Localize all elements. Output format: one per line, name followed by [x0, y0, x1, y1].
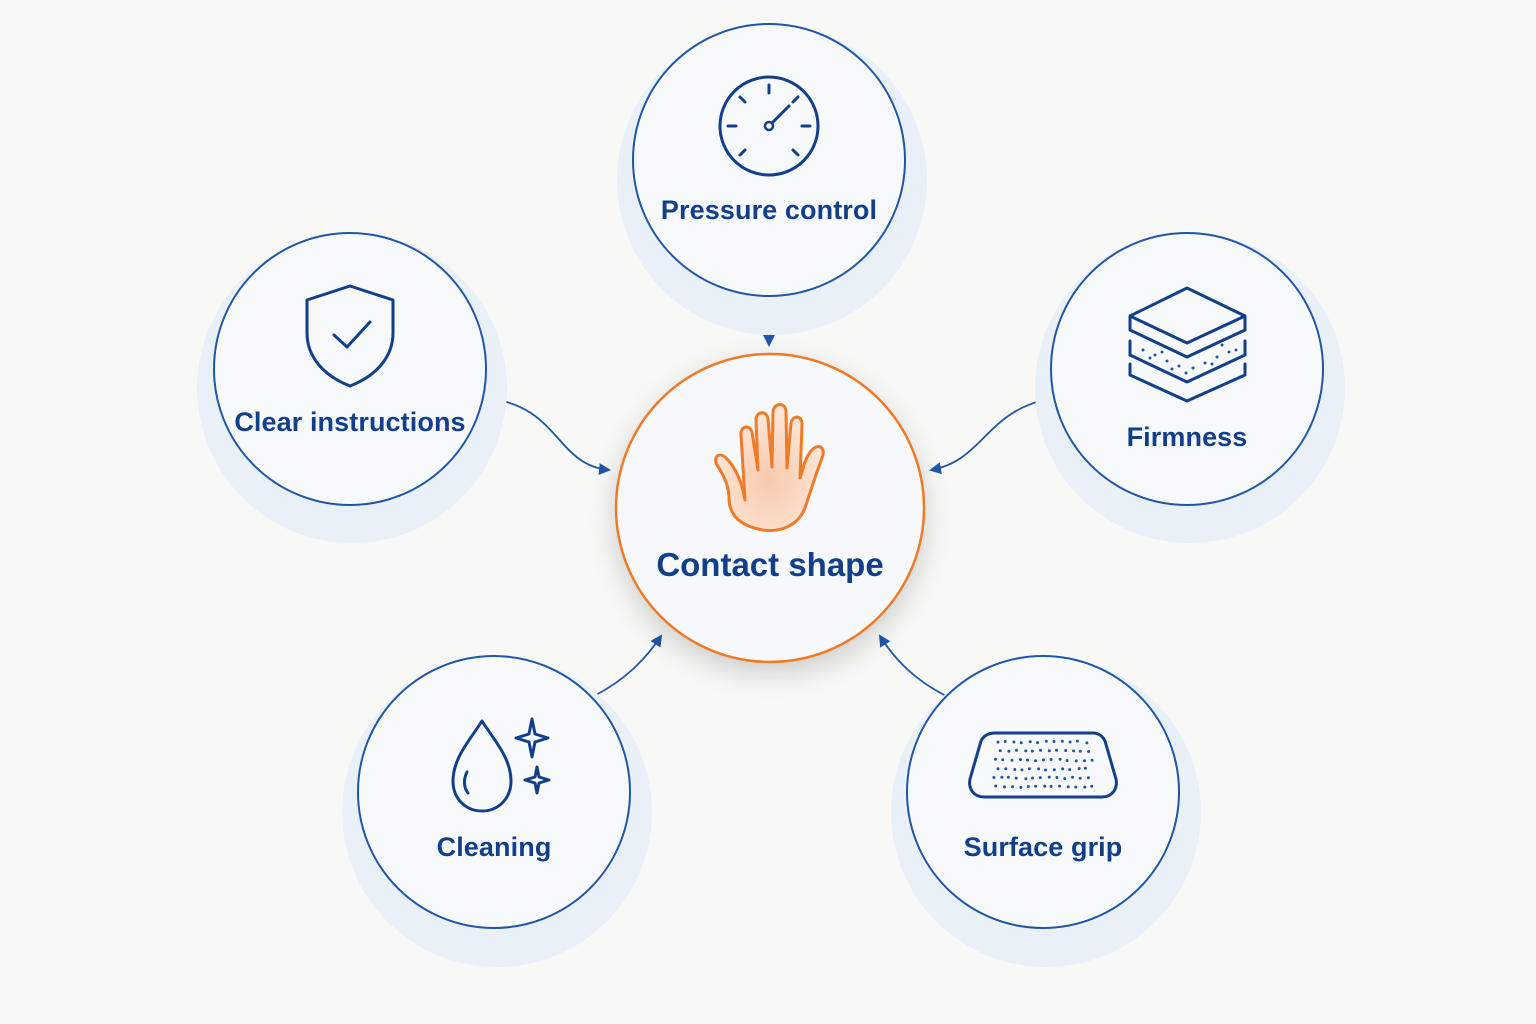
firmness-label: Firmness — [1127, 422, 1248, 452]
node-pressure-control: Pressure control — [617, 23, 927, 335]
node-firmness: Firmness — [1035, 232, 1345, 543]
gauge-icon — [718, 75, 820, 177]
surface-grip-label: Surface grip — [964, 832, 1123, 862]
node-surface-grip: Surface grip — [891, 655, 1201, 967]
connector-firmness — [929, 397, 1054, 475]
textured-pad-icon — [968, 731, 1118, 799]
connector-clear — [484, 397, 611, 476]
contact-shape-label: Contact shape — [656, 546, 883, 583]
connector-cleaning — [593, 634, 663, 697]
pressure-control-label: Pressure control — [661, 195, 877, 225]
clear-instructions-label: Clear instructions — [234, 407, 465, 437]
layers-icon — [1128, 286, 1247, 403]
node-clear-instructions: Clear instructions — [197, 232, 507, 543]
connector-grip — [878, 634, 947, 697]
hand-icon — [714, 403, 825, 532]
droplet-sparkle-icon — [451, 717, 551, 813]
shield-check-icon — [305, 284, 395, 388]
node-cleaning: Cleaning — [342, 655, 652, 967]
cleaning-label: Cleaning — [437, 832, 552, 862]
center-node: Contact shape — [614, 352, 926, 664]
